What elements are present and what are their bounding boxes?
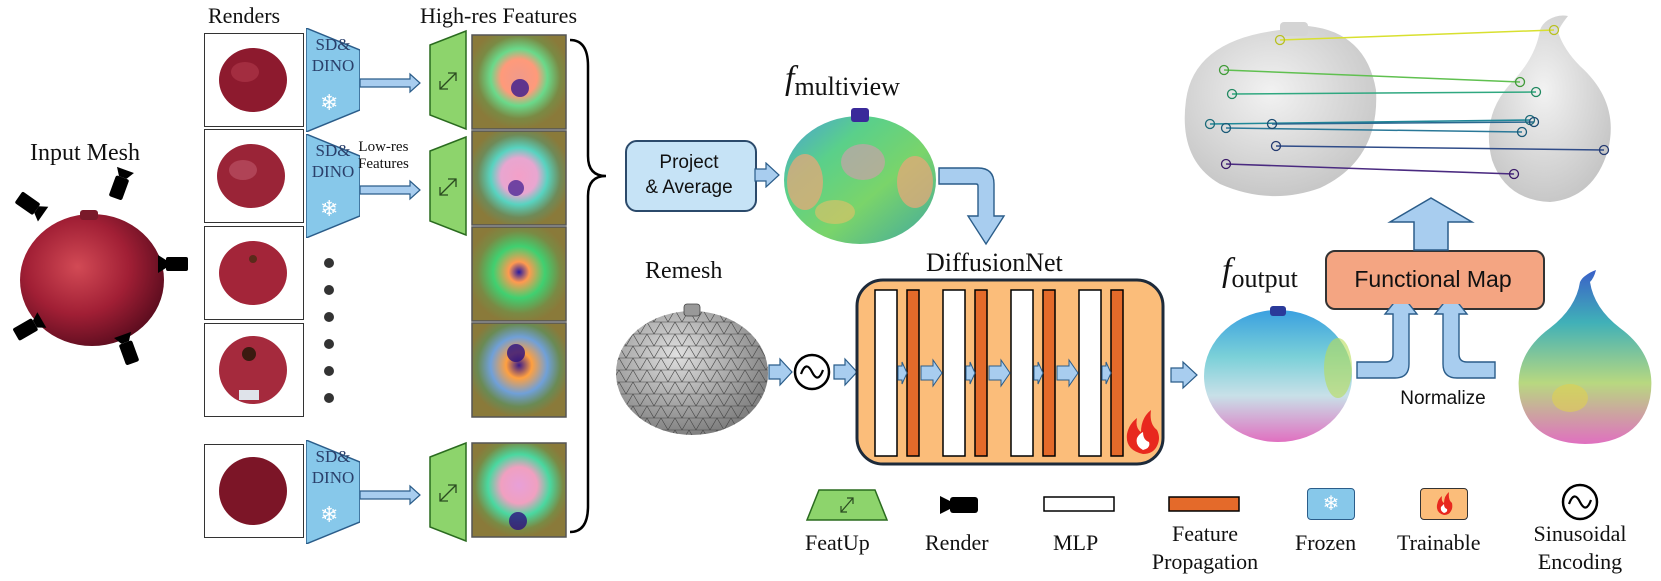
camera-icon xyxy=(940,496,978,514)
remesh-wireframe xyxy=(616,303,768,435)
f-output-label: foutput xyxy=(1222,252,1298,293)
high-res-features-title: High-res Features xyxy=(420,3,578,28)
input-mesh-title: Input Mesh xyxy=(30,140,140,166)
legend-frozen-icon: ❄ xyxy=(1307,488,1355,520)
sd-dino-encoder: SD&DINO ❄ xyxy=(306,28,360,132)
fire-icon xyxy=(1126,410,1159,454)
sd-dino-encoder: SD&DINO ❄ xyxy=(306,134,360,238)
snowflake-icon: ❄ xyxy=(1322,493,1340,515)
diffusionnet-block xyxy=(855,278,1165,466)
functional-map-box xyxy=(1325,250,1545,310)
legend-mlp-label: MLP xyxy=(1053,530,1099,555)
multiview-feature-mesh xyxy=(784,108,936,244)
ellipsis-dots xyxy=(324,258,334,403)
render-thumbnail xyxy=(204,129,304,223)
legend-render-label: Render xyxy=(925,530,989,555)
target-feature-mesh xyxy=(1518,270,1652,444)
snowflake-icon: ❄ xyxy=(320,502,339,527)
source-mesh-gray xyxy=(1184,23,1377,197)
remesh-label: Remesh xyxy=(645,258,723,284)
project-arrow xyxy=(754,162,780,188)
f-multiview-label: fmultiview xyxy=(785,60,900,101)
featup-block xyxy=(429,29,467,543)
legend-feature-propagation-icon xyxy=(1168,496,1240,512)
functional-map-up-arrow xyxy=(1387,197,1475,251)
project-average-label: Project& Average xyxy=(645,152,733,198)
aggregation-brace xyxy=(569,38,607,534)
render-thumbnail xyxy=(204,33,304,127)
normalize-label: Normalize xyxy=(1400,388,1486,409)
render-thumbnail xyxy=(204,444,304,538)
legend-frozen-label: Frozen xyxy=(1295,530,1357,555)
functional-map-label: Functional Map xyxy=(1354,266,1512,292)
snowflake-icon: ❄ xyxy=(320,90,339,115)
diffusionnet-title: DiffusionNet xyxy=(926,248,1063,277)
legend-mlp-icon xyxy=(1043,496,1115,512)
correspondence-visualization xyxy=(1184,15,1611,202)
render-thumbnail xyxy=(204,226,304,320)
snowflake-icon: ❄ xyxy=(320,196,339,221)
sd-dino-encoder: SD&DINO ❄ xyxy=(306,440,360,544)
feature-propagation-layer xyxy=(906,289,1124,457)
project-average-box xyxy=(625,140,757,212)
fire-icon xyxy=(1436,492,1453,515)
target-mesh-gray xyxy=(1488,15,1611,202)
legend-featup-label: FeatUp xyxy=(805,530,870,555)
multiview-to-diffusionnet-arrow xyxy=(938,167,1006,246)
high-res-feature-maps xyxy=(471,34,567,538)
camera-icon xyxy=(13,166,188,365)
input-mesh-figure xyxy=(13,166,188,365)
remesh-to-encoding-arrows xyxy=(768,353,858,391)
mlp-layer xyxy=(874,289,1102,457)
pomegranate-crown xyxy=(80,210,98,220)
featup-stage xyxy=(359,29,467,543)
output-feature-mesh xyxy=(1204,306,1352,442)
legend-trainable-icon xyxy=(1420,488,1468,520)
legend-featup-icon xyxy=(805,489,889,521)
render-thumbnail xyxy=(204,323,304,417)
legend-trainable-label: Trainable xyxy=(1397,530,1481,555)
renders-title: Renders xyxy=(208,3,281,28)
sinusoidal-encoding-icon xyxy=(1561,483,1599,521)
normalize-arrows xyxy=(1356,304,1496,379)
diffusionnet-output-arrow xyxy=(1170,360,1198,390)
pomegranate-body xyxy=(20,214,164,346)
